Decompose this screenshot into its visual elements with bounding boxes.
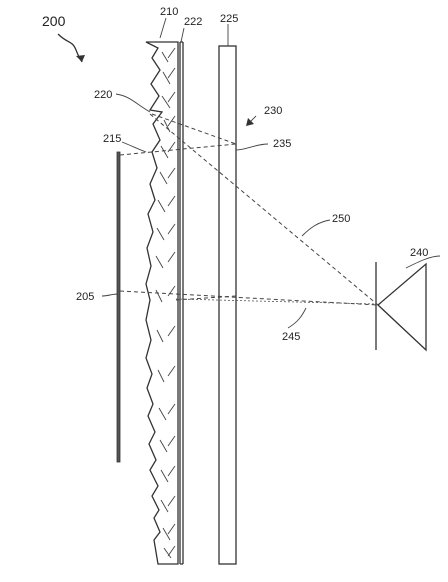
beam-250-upper xyxy=(151,113,237,145)
label-210: 210 xyxy=(160,6,178,18)
label-215: 215 xyxy=(103,133,121,145)
leader-245 xyxy=(287,307,307,329)
beam-245 xyxy=(119,290,379,306)
panel-225 xyxy=(218,45,237,565)
beam-235 xyxy=(119,143,237,156)
label-230: 230 xyxy=(264,105,282,117)
leader-205 xyxy=(101,293,119,297)
label-225: 225 xyxy=(220,13,238,25)
fresnel-lens-210 xyxy=(145,41,179,565)
leader-250 xyxy=(301,219,331,237)
label-250: 250 xyxy=(332,213,350,225)
leader-215 xyxy=(121,141,147,153)
beam-250 xyxy=(149,113,379,306)
figure-number: 200 xyxy=(42,13,66,29)
leader-230-arrowhead xyxy=(246,118,254,126)
label-222: 222 xyxy=(184,16,202,28)
beam-245-upper xyxy=(175,295,237,301)
projector-240 xyxy=(375,262,427,352)
beam-center-fine xyxy=(175,298,377,305)
label-245: 245 xyxy=(282,331,300,343)
label-235: 235 xyxy=(273,138,291,150)
label-240: 240 xyxy=(410,247,428,259)
screen-205 xyxy=(116,151,121,463)
fresnel-lens-ridges xyxy=(155,51,172,559)
leader-222 xyxy=(180,27,185,43)
leader-220 xyxy=(115,93,151,113)
film-layer-222 xyxy=(179,41,184,565)
label-205: 205 xyxy=(76,291,94,303)
leader-210 xyxy=(159,17,167,39)
fresnel-lens-hatching xyxy=(167,47,176,557)
leader-240 xyxy=(405,255,441,269)
label-220: 220 xyxy=(94,89,112,101)
figure-number-arrowhead xyxy=(76,55,85,62)
leader-235 xyxy=(235,143,269,151)
